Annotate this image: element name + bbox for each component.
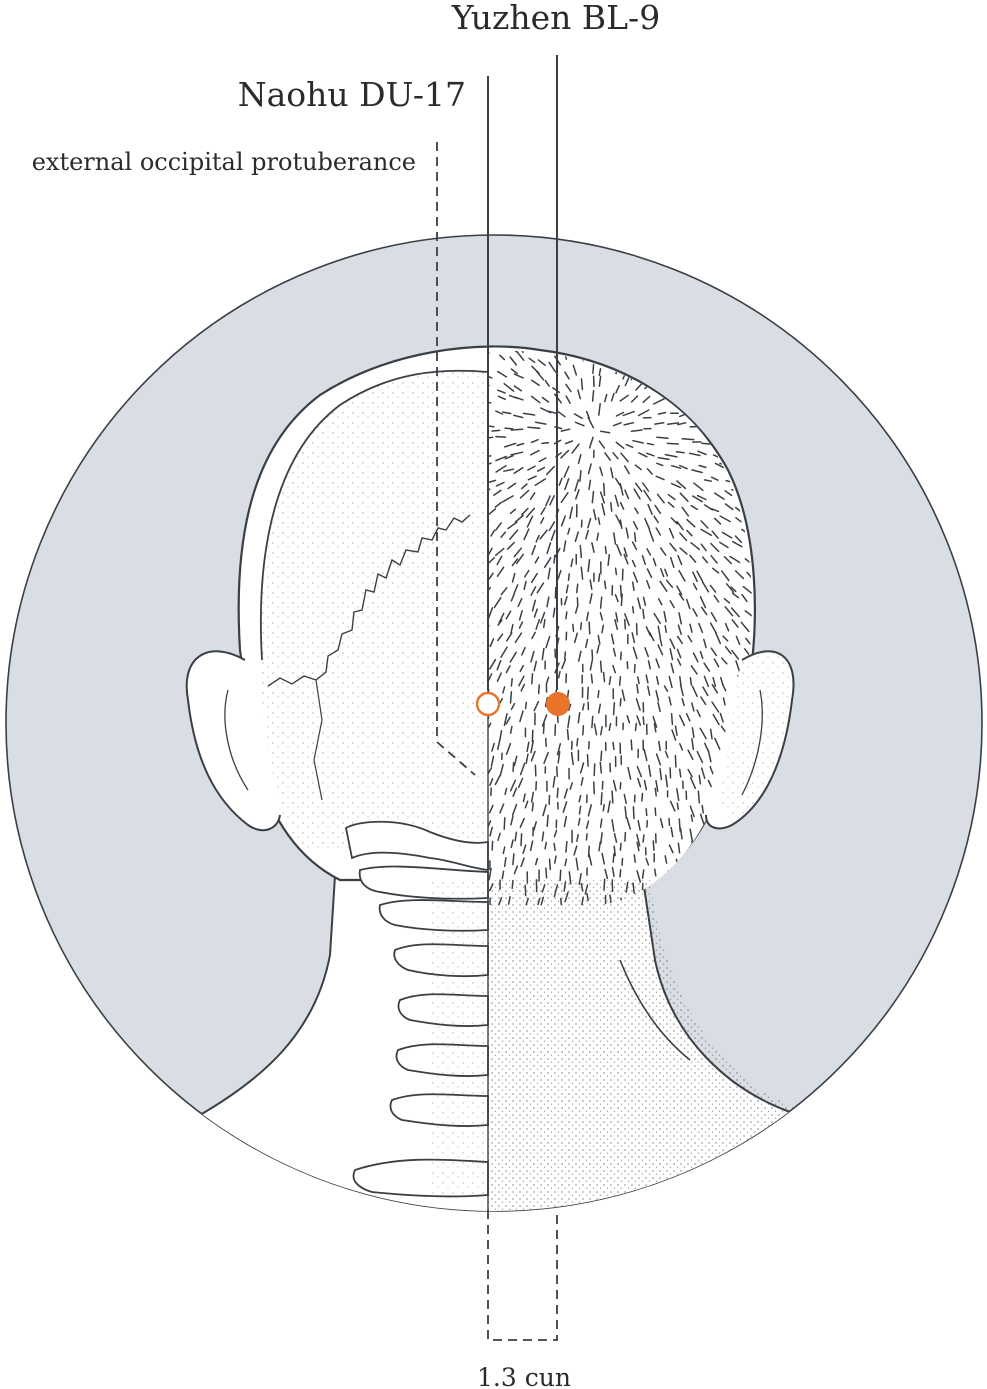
label-du17: Naohu DU-17	[238, 75, 466, 114]
leader-landmark	[436, 142, 476, 776]
skull-stipple	[260, 370, 488, 850]
label-bl9: Yuzhen BL-9	[451, 0, 660, 37]
label-landmark: external occipital protuberance	[32, 148, 416, 176]
label-measurement: 1.3 cun	[477, 1363, 571, 1389]
left-ear	[185, 650, 281, 832]
acupoint-bl9-marker	[546, 692, 570, 716]
head-illustration	[185, 345, 802, 1211]
acupoint-du17-marker	[475, 691, 501, 717]
measurement-bracket	[487, 1210, 558, 1341]
